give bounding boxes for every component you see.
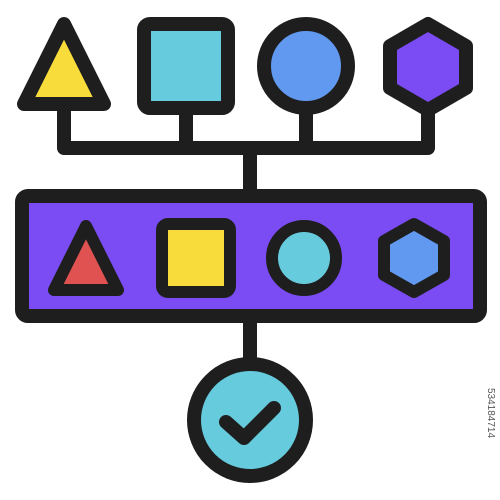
- stock-id-text: 534184714: [485, 388, 496, 439]
- triangle-icon: [17, 17, 111, 111]
- panel-hexagon-icon: [378, 218, 450, 298]
- checkmark-icon: [219, 401, 281, 445]
- result-circle: [187, 357, 313, 483]
- panel-circle-icon: [266, 220, 342, 296]
- hexagon-icon: [383, 17, 473, 117]
- panel-shapes-row: [48, 218, 450, 298]
- panel-square-icon: [156, 218, 236, 298]
- panel-triangle-icon: [48, 220, 124, 296]
- stock-id-watermark: 534184714: [484, 388, 498, 498]
- top-shapes-row: [17, 17, 473, 117]
- circle-icon: [257, 17, 355, 115]
- triangle-connector: [57, 105, 257, 155]
- hexagon-connector: [243, 105, 435, 155]
- top-connector-lines: [57, 105, 435, 201]
- square-icon: [137, 17, 235, 115]
